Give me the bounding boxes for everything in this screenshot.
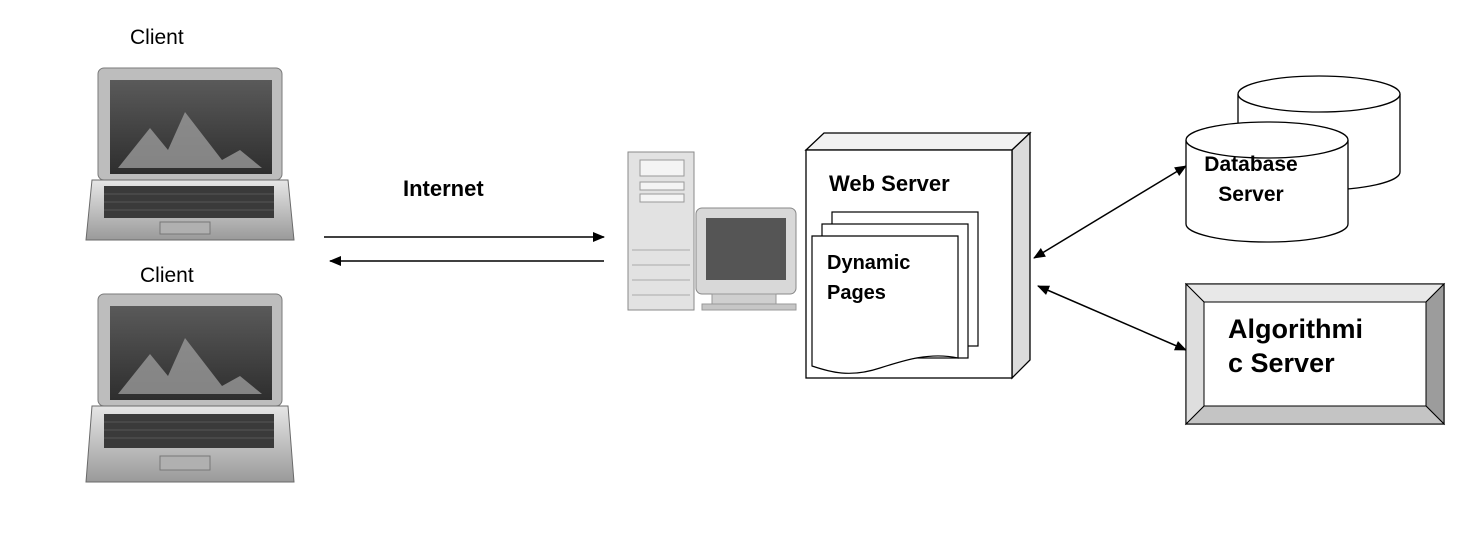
database-server-line1: Database [1204,153,1298,176]
algorithmic-server-box [1184,282,1446,426]
laptop-icon [85,67,295,241]
dynamic-pages-line1: Dynamic [827,252,911,274]
web-server-label: Web Server [829,171,950,196]
algorithmic-server-label: Algorithmi c Server [1228,312,1363,380]
algorithmic-server-line2: c Server [1228,348,1335,378]
laptop-icon [85,293,295,483]
desktop-computer-icon [627,151,797,311]
internet-label: Internet [403,176,484,201]
algorithmic-server-line1: Algorithmi [1228,314,1363,344]
dynamic-pages-label: Dynamic Pages [827,248,910,308]
dynamic-pages-line2: Pages [827,282,886,304]
db-connection-arrow [1033,165,1187,259]
client-label-1: Client [130,26,184,49]
client-label-2: Client [140,264,194,287]
database-server-line2: Server [1218,183,1284,206]
database-icon [1185,75,1401,243]
dynamic-pages-icon [811,211,979,374]
database-server-label: Database Server [1196,150,1306,210]
algo-connection-arrow [1037,285,1187,351]
